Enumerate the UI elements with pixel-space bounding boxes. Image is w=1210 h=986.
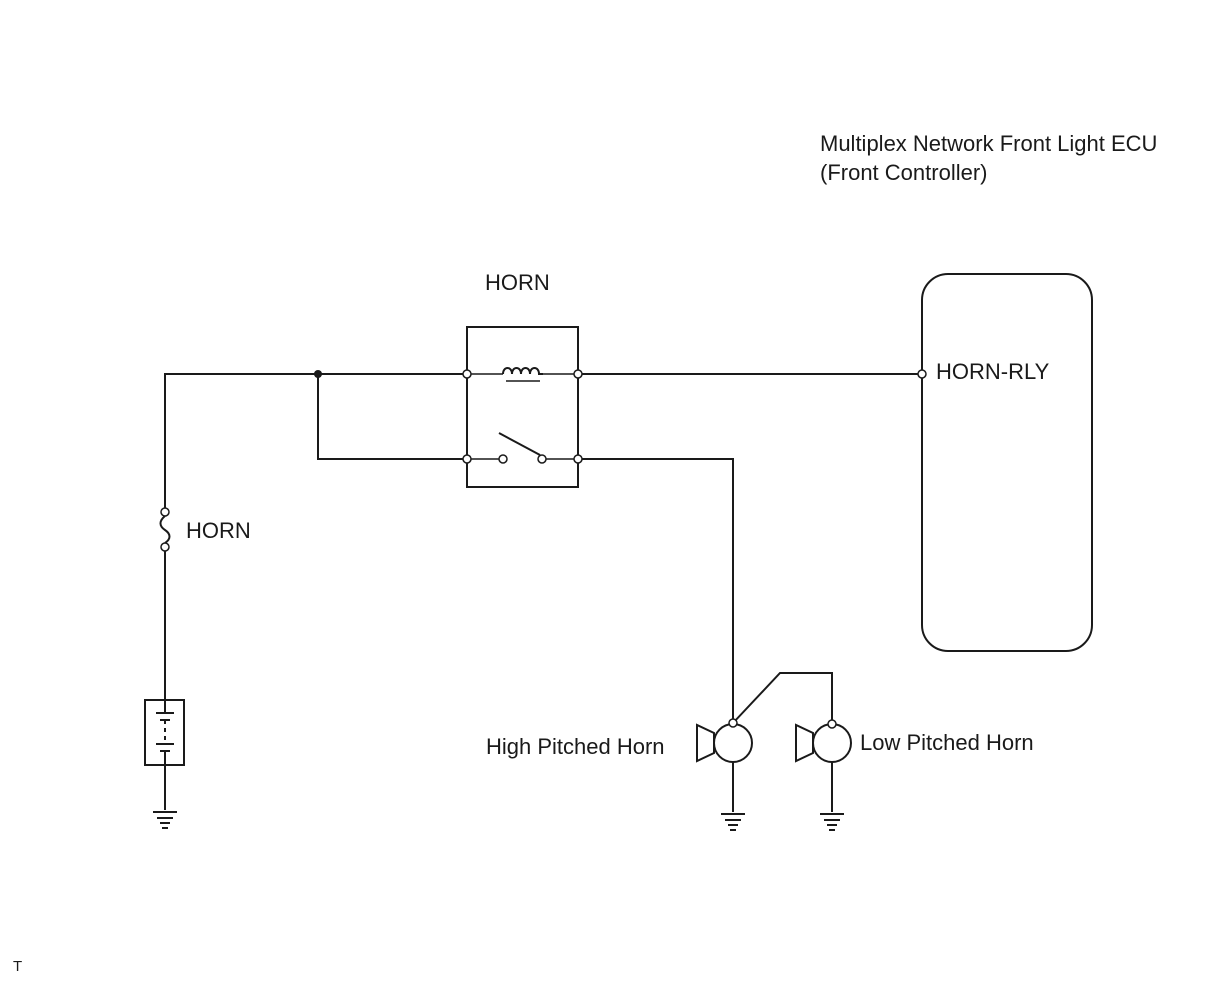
fuse-icon [159,507,171,552]
relay-internals [467,373,578,460]
ground-icon [820,813,844,831]
ecu-box [921,273,1093,652]
fuse-label: HORN [186,518,251,543]
relay-switch-icon [498,432,541,456]
high-pitched-horn-label: High Pitched Horn [486,734,665,759]
relay-coil-icon [502,367,543,375]
low-pitched-horn-label: Low Pitched Horn [860,730,1034,755]
relay-box [466,326,579,488]
ecu-title-line1: Multiplex Network Front Light ECU [820,131,1158,156]
low-pitched-horn-icon [795,719,852,763]
ecu-title-line2: (Front Controller) [820,160,988,185]
ground-icon [153,811,177,829]
relay-label: HORN [485,270,550,295]
high-pitched-horn-icon [696,718,753,763]
battery-icon [144,699,185,766]
corner-mark: T [13,958,23,975]
wires [164,373,922,812]
ecu-terminal-label: HORN-RLY [936,359,1050,384]
ground-icon [721,813,745,831]
terminals [462,369,927,464]
junction-dot [314,370,322,378]
